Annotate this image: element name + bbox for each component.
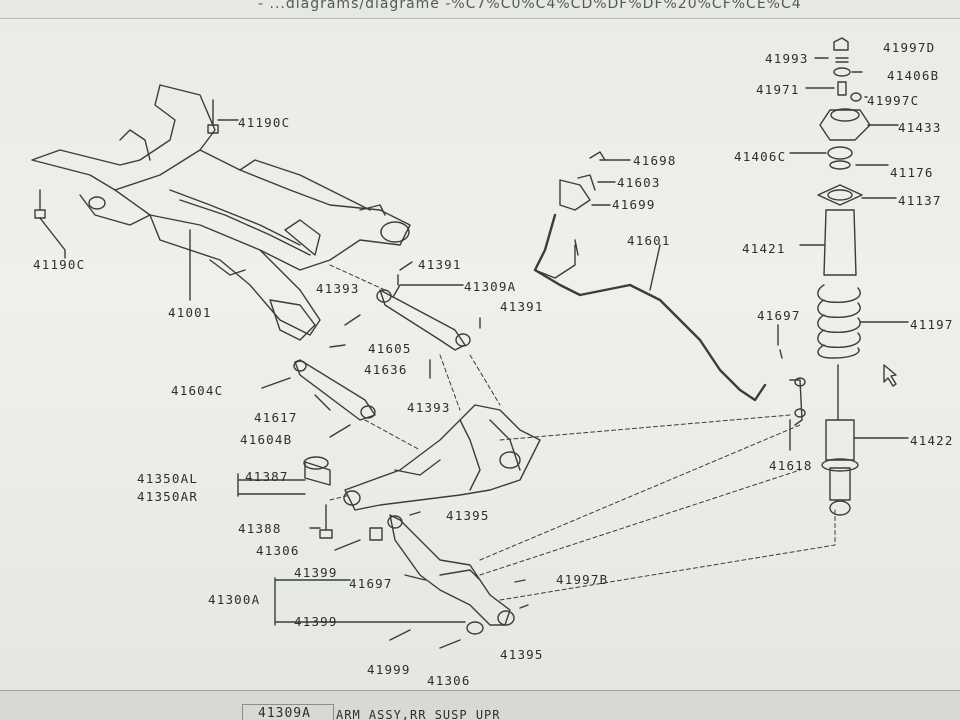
label-41698[interactable]: 41698	[633, 153, 677, 168]
label-41406B[interactable]: 41406B	[887, 68, 940, 83]
label-41406C[interactable]: 41406C	[734, 149, 787, 164]
parts-table-part-number[interactable]: 41309A	[258, 706, 311, 720]
knuckle-41350A	[344, 404, 541, 511]
label-41618[interactable]: 41618	[769, 458, 813, 473]
label-41387[interactable]: 41387	[245, 469, 289, 484]
label-41421[interactable]: 41421	[742, 241, 786, 256]
url-text: - ...diagrams/diagrame -%C7%C0%C4%CD%DF%…	[258, 0, 802, 12]
label-41997D[interactable]: 41997D	[883, 40, 936, 55]
label-41393-b[interactable]: 41393	[407, 400, 451, 415]
lower-arm-41300A	[389, 514, 511, 626]
crossmember-41001	[31, 84, 216, 191]
label-41300A[interactable]: 41300A	[208, 592, 261, 607]
label-41699[interactable]: 41699	[612, 197, 656, 212]
label-41388[interactable]: 41388	[238, 521, 282, 536]
label-41993[interactable]: 41993	[765, 51, 809, 66]
label-41190C-left[interactable]: 41190C	[33, 257, 86, 272]
label-41197[interactable]: 41197	[910, 317, 954, 332]
label-41601[interactable]: 41601	[627, 233, 671, 248]
label-41001[interactable]: 41001	[168, 305, 212, 320]
label-41395-a[interactable]: 41395	[446, 508, 490, 523]
stabilizer-bar-41601	[533, 213, 767, 402]
label-41399-b[interactable]: 41399	[294, 614, 338, 629]
label-41350AL[interactable]: 41350AL	[137, 471, 199, 486]
label-41391-a[interactable]: 41391	[418, 257, 462, 272]
label-41422[interactable]: 41422	[910, 433, 954, 448]
parts-table-cell	[242, 704, 334, 720]
label-41605[interactable]: 41605	[368, 341, 412, 356]
label-41697-a[interactable]: 41697	[349, 576, 393, 591]
label-41393-a[interactable]: 41393	[316, 281, 360, 296]
label-41391-b[interactable]: 41391	[500, 299, 544, 314]
label-41617[interactable]: 41617	[254, 410, 298, 425]
label-41999[interactable]: 41999	[367, 662, 411, 677]
label-41309A[interactable]: 41309A	[464, 279, 517, 294]
label-41137[interactable]: 41137	[898, 193, 942, 208]
label-41697-b[interactable]: 41697	[757, 308, 801, 323]
mouse-cursor	[883, 364, 897, 387]
upper-arm-41309A	[379, 289, 466, 351]
label-41997C[interactable]: 41997C	[867, 93, 920, 108]
parts-table-description[interactable]: ARM ASSY,RR SUSP UPR	[336, 708, 501, 720]
label-41306-b[interactable]: 41306	[427, 673, 471, 688]
label-41395-b[interactable]: 41395	[500, 647, 544, 662]
exploded-diagram	[31, 37, 909, 649]
label-41603[interactable]: 41603	[617, 175, 661, 190]
label-41997B[interactable]: 41997B	[556, 572, 609, 587]
label-41433[interactable]: 41433	[898, 120, 942, 135]
label-41604B[interactable]: 41604B	[240, 432, 293, 447]
browser-address-bar[interactable]: - ...diagrams/diagrame -%C7%C0%C4%CD%DF%…	[0, 0, 960, 19]
label-41306-a[interactable]: 41306	[256, 543, 300, 558]
label-41604C[interactable]: 41604C	[171, 383, 224, 398]
label-41399-a[interactable]: 41399	[294, 565, 338, 580]
label-41350AR[interactable]: 41350AR	[137, 489, 199, 504]
parts-table-strip	[0, 690, 960, 720]
link-41617	[294, 359, 376, 421]
label-41971[interactable]: 41971	[756, 82, 800, 97]
label-41176[interactable]: 41176	[890, 165, 934, 180]
label-41636[interactable]: 41636	[364, 362, 408, 377]
label-41190C-top[interactable]: 41190C	[238, 115, 291, 130]
